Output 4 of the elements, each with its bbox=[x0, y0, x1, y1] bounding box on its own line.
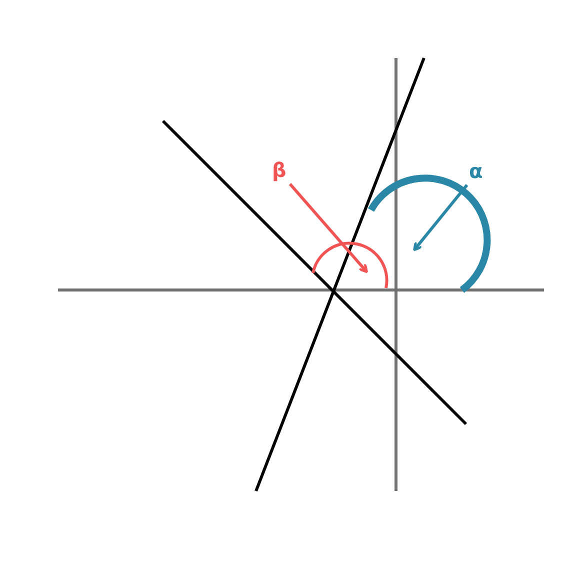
angle-arc bbox=[312, 242, 388, 288]
angle-label: β bbox=[272, 160, 286, 180]
angle-label: α bbox=[469, 161, 483, 181]
arrow bbox=[288, 183, 368, 273]
